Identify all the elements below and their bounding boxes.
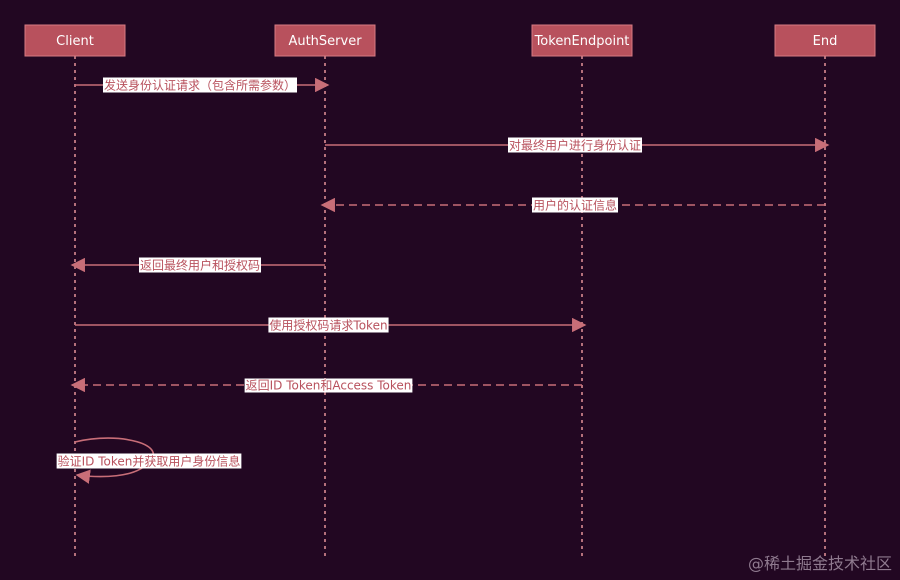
- actor-client: Client: [24, 24, 126, 57]
- message-label-bg: [268, 317, 389, 333]
- message-7: 验证ID Token并获取用户身份信息: [56, 437, 242, 484]
- message-label: 发送身份认证请求（包含所需参数）: [104, 78, 296, 93]
- message-label: 返回ID Token和Access Token: [246, 379, 412, 393]
- message-label-bg: [102, 77, 298, 93]
- message-label-bg: [531, 197, 619, 213]
- actor-label: End: [813, 34, 838, 49]
- message-label: 对最终用户进行身份认证: [509, 138, 641, 153]
- message-1: 发送身份认证请求（包含所需参数）: [75, 77, 330, 93]
- message-3: 用户的认证信息: [320, 197, 825, 213]
- actor-box: [274, 24, 376, 57]
- message-4: 返回最终用户和授权码: [70, 257, 325, 273]
- actor-end: End: [774, 24, 876, 57]
- actor-box: [774, 24, 876, 57]
- actor-token: TokenEndpoint: [531, 24, 633, 57]
- actor-label: TokenEndpoint: [534, 34, 630, 49]
- message-label-bg: [244, 378, 413, 393]
- message-label-bg: [138, 257, 262, 273]
- message-label-bg: [56, 453, 242, 469]
- message-label-bg: [507, 137, 643, 153]
- message-label: 使用授权码请求Token: [269, 318, 387, 333]
- message-2: 对最终用户进行身份认证: [325, 137, 830, 153]
- actor-label: AuthServer: [288, 34, 362, 49]
- actor-box: [531, 24, 633, 57]
- message-label: 用户的认证信息: [533, 198, 617, 213]
- actor-auth: AuthServer: [274, 24, 376, 57]
- message-5: 使用授权码请求Token: [75, 317, 587, 333]
- message-6: 返回ID Token和Access Token: [70, 377, 582, 393]
- actor-box: [24, 24, 126, 57]
- watermark: @稀土掘金技术社区: [747, 554, 892, 573]
- message-label: 验证ID Token并获取用户身份信息: [58, 454, 241, 469]
- actor-label: Client: [56, 34, 94, 49]
- message-label: 返回最终用户和授权码: [140, 258, 260, 273]
